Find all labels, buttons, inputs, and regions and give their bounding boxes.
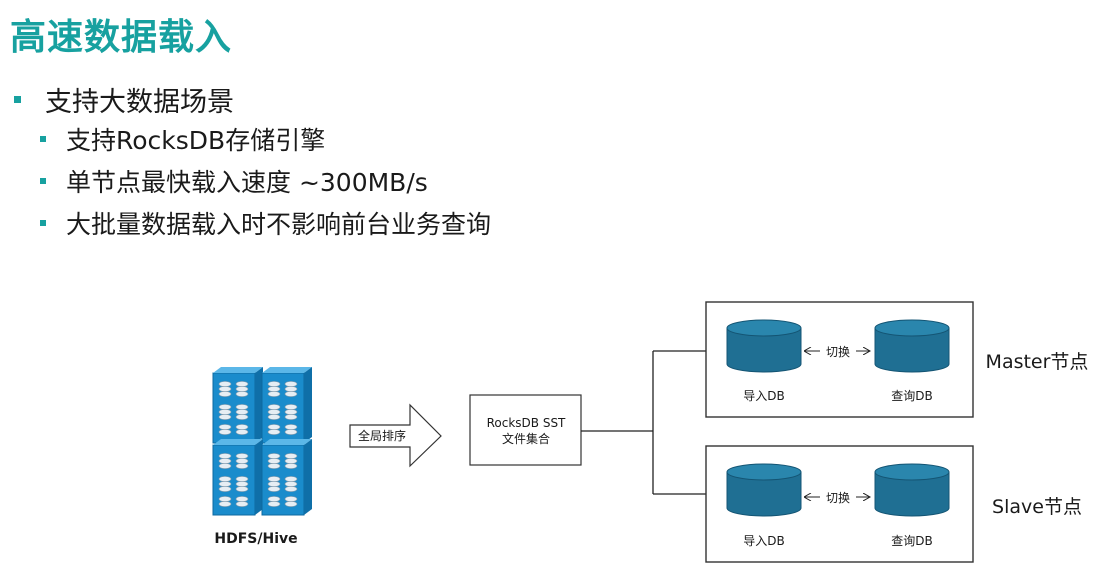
sort-arrow-icon bbox=[349, 403, 442, 468]
connector-lines bbox=[581, 344, 724, 501]
switch-label: 切换 bbox=[826, 491, 850, 505]
bullet-main: 支持大数据场景 bbox=[14, 80, 234, 119]
database-icon bbox=[874, 463, 950, 517]
bullet-main-text: 支持大数据场景 bbox=[45, 87, 234, 118]
bullet-square-icon bbox=[40, 178, 46, 184]
bullet-square-icon bbox=[40, 220, 46, 226]
import-db-label: 导入DB bbox=[743, 389, 784, 403]
sst-label-line1: RocksDB SST bbox=[487, 416, 566, 430]
database-icon bbox=[726, 463, 802, 517]
query-db-label: 查询DB bbox=[891, 389, 932, 403]
hdfs-server-icon bbox=[212, 366, 313, 516]
import-db-label: 导入DB bbox=[743, 534, 784, 548]
bullet-sub-3: 大批量数据载入时不影响前台业务查询 bbox=[40, 205, 491, 241]
database-icon bbox=[874, 319, 950, 373]
sst-box bbox=[469, 394, 582, 466]
database-icon bbox=[726, 319, 802, 373]
slave-node: 切换 导入DB 查询DB bbox=[705, 445, 974, 563]
bullet-sub-text: 支持RocksDB存储引擎 bbox=[66, 126, 326, 155]
switch-label: 切换 bbox=[826, 345, 850, 359]
master-node: 切换 导入DB 查询DB bbox=[705, 301, 974, 418]
bullet-sub-text: 大批量数据载入时不影响前台业务查询 bbox=[66, 210, 492, 239]
bullet-sub-text: 单节点最快载入速度 ~300MB/s bbox=[66, 168, 428, 197]
bullet-sub-1: 支持RocksDB存储引擎 bbox=[40, 121, 325, 157]
bullet-square-icon bbox=[40, 136, 46, 142]
master-node-label: Master节点 bbox=[986, 351, 1089, 373]
sst-label-line2: 文件集合 bbox=[502, 431, 550, 446]
query-db-label: 查询DB bbox=[891, 534, 932, 548]
source-label: HDFS/Hive bbox=[214, 531, 297, 547]
slave-node-label: Slave节点 bbox=[992, 496, 1082, 518]
bullet-square-icon bbox=[14, 96, 21, 103]
sort-label: 全局排序 bbox=[358, 428, 406, 443]
page-title: 高速数据载入 bbox=[10, 17, 233, 58]
bullet-sub-2: 单节点最快载入速度 ~300MB/s bbox=[40, 163, 428, 199]
